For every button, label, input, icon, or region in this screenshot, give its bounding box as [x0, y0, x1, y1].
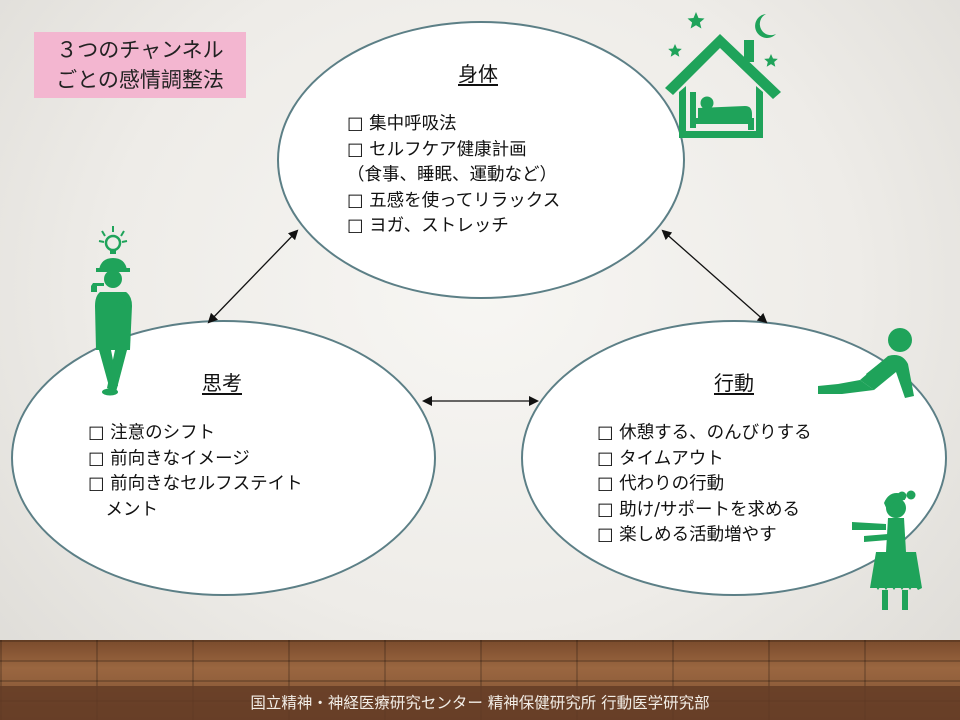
action-channel-heading: 行動 [714, 371, 754, 395]
thinking-person-icon [91, 226, 132, 396]
title-line-2: ごとの感情調整法 [56, 68, 224, 92]
thought-item: □ 前向きなセルフステイト [88, 474, 303, 494]
footer-credit: 国立精神・神経医療研究センター 精神保健研究所 行動医学研究部 [0, 686, 960, 720]
arrow-body-thought [207, 229, 299, 324]
body-item: □ セルフケア健康計画 [347, 139, 527, 160]
dancing-person-icon [852, 490, 922, 610]
relaxing-person-icon [818, 328, 914, 398]
body-channel-heading: 身体 [458, 62, 498, 86]
body-channel-list: □ 集中呼吸法 □ セルフケア健康計画 （食事、睡眠、運動など） □ 五感を使っ… [347, 112, 560, 240]
thought-item: □ 前向きなイメージ [88, 448, 250, 469]
title-line-1: ３つのチャンネル [56, 38, 224, 62]
body-item: □ ヨガ、ストレッチ [347, 216, 509, 236]
body-channel-ellipse [277, 21, 685, 299]
thought-item: □ 注意のシフト [88, 423, 216, 443]
action-item: □ 休憩する、のんびりする [597, 423, 812, 443]
action-channel-list: □ 休憩する、のんびりする □ タイムアウト □ 代わりの行動 □ 助け/サポー… [597, 421, 812, 549]
body-item: □ 五感を使ってリラックス [347, 190, 561, 211]
body-item: □ 集中呼吸法 [347, 114, 457, 134]
thought-channel-list: □ 注意のシフト □ 前向きなイメージ □ 前向きなセルフステイト メント [88, 421, 303, 523]
body-item: （食事、睡眠、運動など） [347, 165, 557, 185]
thought-channel-heading: 思考 [202, 371, 242, 395]
action-item: □ 楽しめる活動増やす [597, 525, 777, 545]
house-sleeping-icon [665, 12, 781, 138]
thought-item: メント [88, 499, 158, 520]
thought-channel-ellipse [11, 320, 436, 596]
action-item: □ タイムアウト [597, 448, 724, 469]
action-item: □ 代わりの行動 [597, 474, 725, 494]
arrow-body-action [661, 229, 768, 324]
action-item: □ 助け/サポートを求める [597, 499, 800, 520]
diagram-title: ３つのチャンネル ごとの感情調整法 [34, 32, 246, 98]
